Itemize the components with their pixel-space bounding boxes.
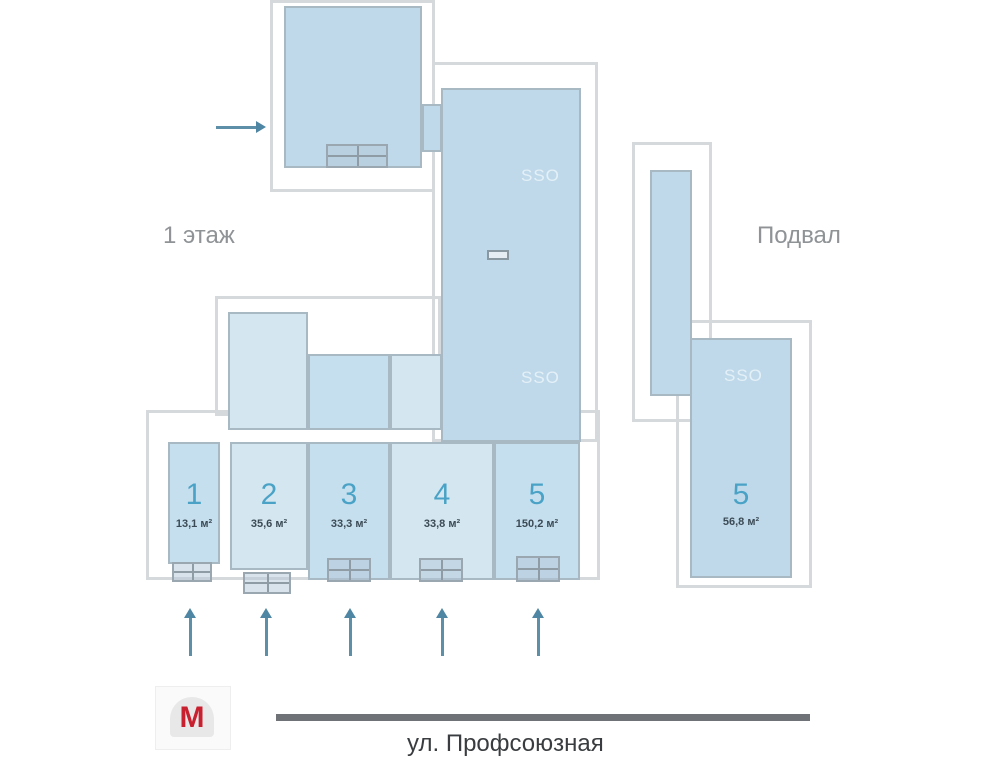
- unit-number: 2: [260, 478, 278, 511]
- back-room-3: [308, 354, 390, 430]
- window: [419, 558, 463, 582]
- floor-label-first: 1 этаж: [163, 222, 235, 249]
- unit-2[interactable]: 2 35,6 м²: [230, 442, 308, 570]
- watermark: SSO: [521, 368, 560, 387]
- entrance-arrow-icon: [436, 608, 448, 656]
- metro-letter: М: [179, 701, 205, 734]
- window: [172, 562, 212, 582]
- entrance-arrow-icon: [184, 608, 196, 656]
- watermark: SSO: [521, 166, 560, 185]
- stairs-icon: [487, 250, 509, 260]
- unit-area: 13,1 м²: [175, 518, 213, 530]
- back-room-2: [228, 312, 308, 430]
- entrance-arrow-icon: [260, 608, 272, 656]
- back-room-4: [390, 354, 442, 430]
- room-top: [284, 6, 422, 168]
- window: [327, 558, 371, 582]
- unit-1[interactable]: 1 13,1 м²: [168, 442, 220, 564]
- entrance-arrow-icon: [344, 608, 356, 656]
- metro-icon: М: [170, 697, 214, 737]
- unit-number: 5: [528, 478, 546, 511]
- watermark: SSO: [724, 366, 763, 385]
- unit-area: 33,8 м²: [423, 518, 461, 530]
- window: [516, 556, 560, 582]
- unit-4[interactable]: 4 33,8 м²: [390, 442, 494, 580]
- unit-area: 35,6 м²: [250, 518, 288, 530]
- floor-label-basement: Подвал: [757, 222, 841, 249]
- unit-3[interactable]: 3 33,3 м²: [308, 442, 390, 580]
- unit-number: 1: [185, 478, 203, 511]
- basement-outer-wall-upper: [632, 142, 712, 422]
- entrance-arrow-icon: [532, 608, 544, 656]
- unit-area: 150,2 м²: [515, 518, 559, 530]
- unit-area: 56,8 м²: [722, 516, 760, 528]
- metro-badge: М: [155, 686, 231, 750]
- window: [243, 572, 291, 594]
- room-hall-unit-5: SSO SSO: [441, 88, 581, 442]
- basement-unit-5[interactable]: SSO 5 56,8 м²: [690, 338, 792, 578]
- unit-area: 33,3 м²: [330, 518, 368, 530]
- unit-number: 4: [433, 478, 451, 511]
- street-line: [276, 714, 810, 721]
- street-name: ул. Профсоюзная: [407, 730, 604, 757]
- window: [326, 144, 388, 168]
- unit-number: 5: [732, 478, 750, 511]
- entrance-arrow-icon: [216, 121, 266, 133]
- basement-outer-wall-lower: [676, 320, 812, 588]
- unit-number: 3: [340, 478, 358, 511]
- basement-corridor: [650, 170, 692, 396]
- corridor-connector: [422, 104, 442, 152]
